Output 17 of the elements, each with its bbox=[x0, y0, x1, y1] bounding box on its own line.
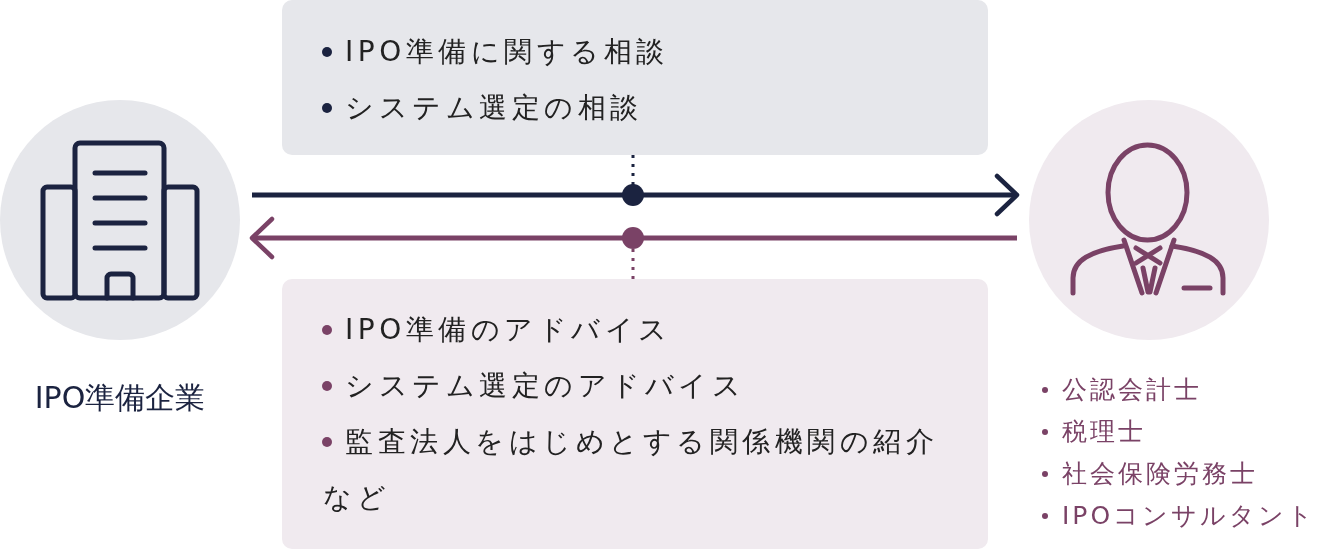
info-box bbox=[282, 0, 988, 155]
leader-line bbox=[622, 227, 644, 279]
list-item: など bbox=[323, 480, 390, 516]
list-item: 公認会計士 bbox=[1062, 374, 1202, 406]
info-box bbox=[282, 279, 988, 549]
arrow bbox=[249, 216, 1017, 260]
list-item: IPO準備のアドバイス bbox=[345, 312, 672, 348]
list-item: IPO準備に関する相談 bbox=[345, 34, 669, 70]
list-item: 社会保険労務士 bbox=[1062, 458, 1258, 490]
node-label: IPO準備企業 bbox=[34, 379, 206, 417]
arrow bbox=[252, 173, 1020, 217]
list-item: システム選定のアドバイス bbox=[345, 368, 745, 404]
list-item: システム選定の相談 bbox=[345, 90, 643, 126]
leader-line bbox=[622, 155, 644, 206]
list-item: 税理士 bbox=[1062, 416, 1146, 448]
list-item: IPOコンサルタント bbox=[1062, 500, 1317, 532]
list-item: 監査法人をはじめとする関係機関の紹介 bbox=[345, 424, 938, 460]
